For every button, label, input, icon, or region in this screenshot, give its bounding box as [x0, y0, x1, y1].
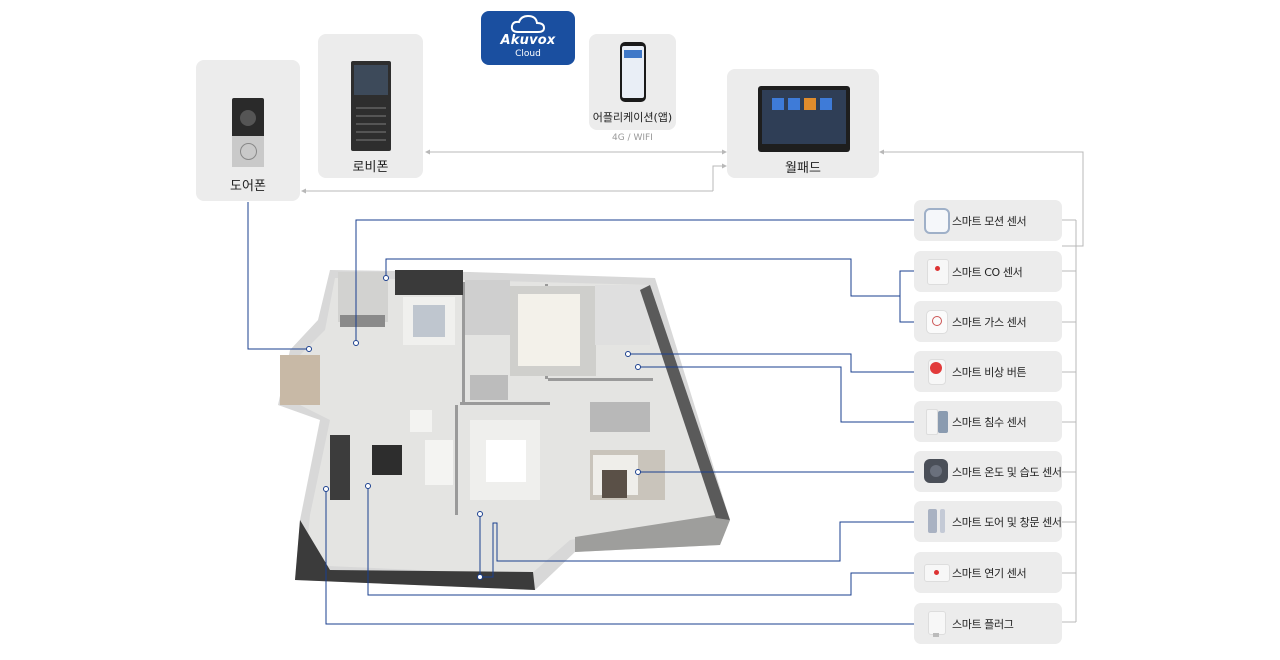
lobbyphone-label: 로비폰 [352, 160, 389, 175]
sensor-label: 스마트 CO 센서 [952, 266, 1023, 279]
door-window-link [479, 514, 914, 578]
akuvox-cloud-badge: Akuvox Cloud [481, 11, 575, 65]
water-leak-sensor-icon [922, 407, 950, 435]
network-arrows [301, 149, 884, 194]
sensor-label: 스마트 가스 센서 [952, 316, 1027, 329]
motion-sensor-icon [922, 206, 950, 234]
connector-points [306, 275, 641, 580]
motion-link [355, 219, 914, 343]
app-network-label: 4G / WIFI [612, 133, 653, 143]
app-label: 어플리케이션(앱) [592, 111, 673, 124]
sensor-label: 스마트 모션 센서 [952, 215, 1027, 228]
co-sensor-icon [922, 257, 950, 285]
emergency-link [628, 353, 914, 373]
cloud-brand: Akuvox [500, 33, 556, 48]
emergency-button-icon [922, 357, 950, 385]
floor-plan [278, 270, 730, 590]
sensor-label: 스마트 연기 센서 [952, 567, 1027, 580]
smart-plug-icon [922, 609, 950, 637]
sensor-label: 스마트 온도 및 습도 센서 [952, 466, 1062, 479]
plug-link [325, 489, 914, 625]
sensor-label: 스마트 침수 센서 [952, 416, 1027, 429]
doorphone-card[interactable]: 도어폰 [196, 60, 300, 201]
wallpad-label: 월패드 [785, 161, 821, 176]
gas-sensor-icon [922, 307, 950, 335]
water-link [638, 366, 914, 423]
sensor-label: 스마트 비상 버튼 [952, 366, 1027, 379]
wallpad-sensor-bus [882, 151, 1084, 247]
door-window-sensor-icon [922, 507, 950, 535]
doorphone-link [247, 202, 309, 350]
smoke-link [367, 486, 914, 596]
doorphone-label: 도어폰 [230, 179, 266, 194]
sensor-co[interactable]: 스마트 CO 센서 [914, 251, 1062, 292]
smartphone-icon [620, 42, 646, 102]
sensor-water[interactable]: 스마트 침수 센서 [914, 401, 1062, 442]
sensor-label: 스마트 도어 및 창문 센서 [952, 516, 1062, 529]
doorphone-icon [232, 98, 264, 167]
lobbyphone-card[interactable]: 로비폰 [318, 34, 423, 178]
sensor-label: 스마트 플러그 [952, 618, 1014, 631]
wallpad-icon [758, 86, 850, 152]
sensor-emergency[interactable]: 스마트 비상 버튼 [914, 351, 1062, 392]
network-lines [304, 151, 1084, 623]
cloud-sub: Cloud [515, 49, 541, 59]
gas-link [899, 296, 914, 323]
sensor-plug[interactable]: 스마트 플러그 [914, 603, 1062, 644]
co-link [385, 258, 914, 297]
temperature-humidity-sensor-icon [922, 457, 950, 485]
lobbyphone-icon [351, 61, 391, 151]
door-wallpad-elbow [712, 165, 724, 191]
sensor-smoke[interactable]: 스마트 연기 센서 [914, 552, 1062, 593]
sensor-temperature-humidity[interactable]: 스마트 온도 및 습도 센서 [914, 451, 1062, 492]
sensor-gas[interactable]: 스마트 가스 센서 [914, 301, 1062, 342]
wallpad-card[interactable]: 월패드 [727, 69, 879, 178]
sensor-motion[interactable]: 스마트 모션 센서 [914, 200, 1062, 241]
smoke-sensor-icon [922, 558, 950, 586]
cloud-icon [510, 14, 546, 33]
sensor-door-window[interactable]: 스마트 도어 및 창문 센서 [914, 501, 1062, 542]
device-connectors [247, 202, 914, 625]
app-card[interactable]: 어플리케이션(앱) [589, 34, 676, 130]
